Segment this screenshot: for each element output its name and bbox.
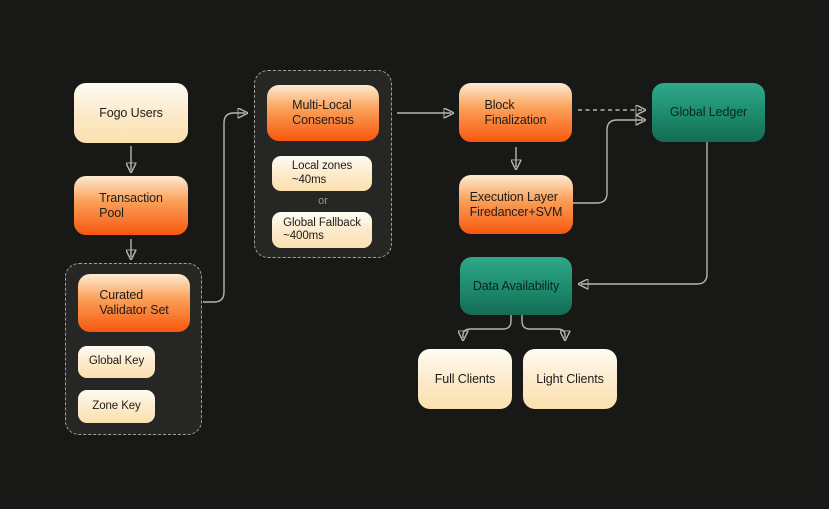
node-execution-layer: Execution Layer Firedancer+SVM [459,175,573,234]
edge-global-ledger-to-data-availability [581,142,708,284]
node-multi-local-consensus: Multi-Local Consensus [267,85,379,141]
node-global-ledger: Global Ledger [652,83,765,142]
edge-validator-group-to-consensus-group [203,113,245,303]
edge-data-availability-to-full-clients [463,315,512,338]
node-global-fallback: Global Fallback ~400ms [272,212,372,248]
node-local-zones: Local zones ~40ms [272,156,372,191]
or-label: or [318,195,328,207]
node-global-key: Global Key [78,346,155,378]
node-transaction-pool: Transaction Pool [74,176,188,235]
edge-data-availability-to-light-clients [521,315,565,338]
node-data-availability: Data Availability [460,257,572,315]
node-full-clients: Full Clients [418,349,512,409]
node-fogo-users: Fogo Users [74,83,188,143]
node-light-clients: Light Clients [523,349,617,409]
edge-execution-layer-to-global-ledger [573,120,643,204]
node-zone-key: Zone Key [78,390,155,423]
node-block-finalization: Block Finalization [459,83,572,142]
node-curated-validator-set: Curated Validator Set [78,274,190,332]
